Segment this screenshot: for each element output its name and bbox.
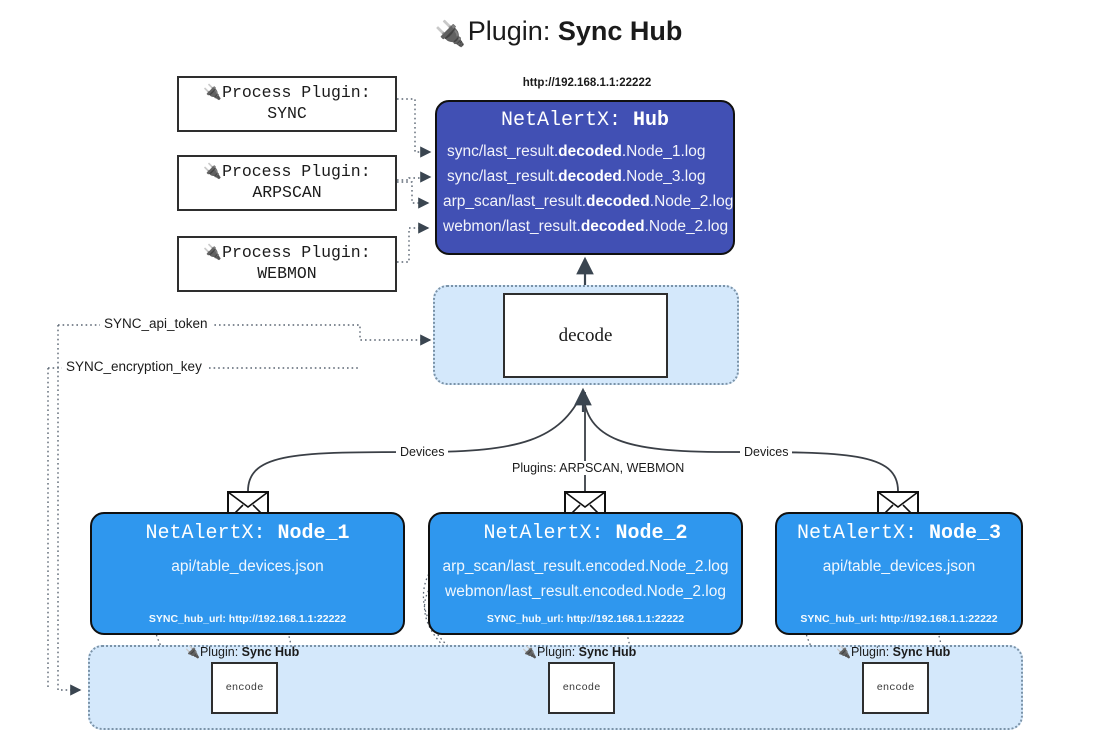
encode-caption-3: 🔌Plugin: Sync Hub	[836, 645, 951, 659]
decode-box[interactable]: decode	[503, 293, 668, 378]
sync-api-token-label: SYNC_api_token	[100, 316, 212, 331]
plug-icon: 🔌	[185, 645, 200, 659]
node-lines: api/table_devices.json	[777, 554, 1021, 579]
process-plugin-sync[interactable]: 🔌Process Plugin: SYNC	[177, 76, 397, 132]
node-title: NetAlertX: Node_2	[430, 522, 741, 545]
node-line: arp_scan/last_result.encoded.Node_2.log	[442, 558, 729, 575]
plug-icon: 🔌	[203, 243, 223, 262]
node-title-prefix: NetAlertX:	[145, 522, 266, 545]
node-title-name: Node_1	[277, 522, 350, 545]
hub-url-label: http://192.168.1.1:22222	[522, 77, 652, 89]
hub-title-prefix: NetAlertX:	[500, 109, 621, 132]
node-hub-url: SYNC_hub_url: http://192.168.1.1:22222	[148, 613, 347, 625]
process-plugin-label: Process Plugin:	[222, 243, 371, 263]
edge-label-devices-right: Devices	[740, 445, 793, 459]
hub-log-line: sync/last_result.decoded.Node_1.log	[447, 143, 706, 160]
process-plugin-name: SYNC	[267, 104, 307, 123]
process-plugin-label: Process Plugin:	[222, 83, 371, 103]
hub-node[interactable]: NetAlertX: Hub sync/last_result.decoded.…	[435, 100, 735, 255]
node-lines: api/table_devices.json	[92, 554, 403, 579]
edge-label-plugins-center: Plugins: ARPSCAN, WEBMON	[508, 461, 689, 475]
node-line: api/table_devices.json	[822, 558, 976, 575]
encode-caption-2: 🔌Plugin: Sync Hub	[522, 645, 637, 659]
node-hub-url: SYNC_hub_url: http://192.168.1.1:22222	[800, 613, 998, 625]
process-plugin-name: WEBMON	[257, 264, 317, 283]
node-title-prefix: NetAlertX:	[796, 522, 917, 545]
plug-icon: 🔌	[522, 645, 537, 659]
node-title: NetAlertX: Node_1	[92, 522, 403, 545]
process-plugin-arpscan[interactable]: 🔌Process Plugin: ARPSCAN	[177, 155, 397, 211]
process-plugin-webmon[interactable]: 🔌Process Plugin: WEBMON	[177, 236, 397, 292]
page-title-name: Sync Hub	[557, 16, 683, 46]
encode-caption-1: 🔌Plugin: Sync Hub	[185, 645, 300, 659]
page-title-prefix: Plugin:	[467, 16, 551, 46]
node-title-name: Node_2	[615, 522, 688, 545]
hub-title: NetAlertX: Hub	[437, 109, 733, 132]
process-plugin-label: Process Plugin:	[222, 162, 371, 182]
node-lines: arp_scan/last_result.encoded.Node_2.log …	[430, 554, 741, 604]
edge-label-devices-left: Devices	[396, 445, 449, 459]
node-line: webmon/last_result.encoded.Node_2.log	[445, 583, 726, 601]
encode-box-1[interactable]: encode	[211, 662, 278, 714]
page-title: 🔌Plugin: Sync Hub	[0, 16, 1117, 49]
hub-log-line: arp_scan/last_result.decoded.Node_2.log	[443, 193, 734, 211]
node-hub-url: SYNC_hub_url: http://192.168.1.1:22222	[486, 613, 685, 625]
encode-box-3[interactable]: encode	[862, 662, 929, 714]
node-box-node-1[interactable]: NetAlertX: Node_1 api/table_devices.json…	[90, 512, 405, 635]
sync-encryption-key-label: SYNC_encryption_key	[62, 359, 206, 374]
process-plugin-name: ARPSCAN	[252, 183, 322, 202]
node-box-node-2[interactable]: NetAlertX: Node_2 arp_scan/last_result.e…	[428, 512, 743, 635]
node-box-node-3[interactable]: NetAlertX: Node_3 api/table_devices.json…	[775, 512, 1023, 635]
plug-icon: 🔌	[836, 645, 851, 659]
node-title-name: Node_3	[929, 522, 1002, 545]
hub-log-line: webmon/last_result.decoded.Node_2.log	[443, 218, 729, 236]
plug-icon: 🔌	[203, 83, 223, 102]
node-line: api/table_devices.json	[171, 558, 324, 575]
node-title-prefix: NetAlertX:	[483, 522, 604, 545]
plug-icon: 🔌	[434, 20, 466, 48]
plug-icon: 🔌	[203, 162, 223, 181]
hub-log-line: sync/last_result.decoded.Node_3.log	[447, 168, 706, 186]
encode-box-2[interactable]: encode	[548, 662, 615, 714]
node-title: NetAlertX: Node_3	[777, 522, 1021, 545]
hub-title-name: Hub	[633, 109, 670, 132]
